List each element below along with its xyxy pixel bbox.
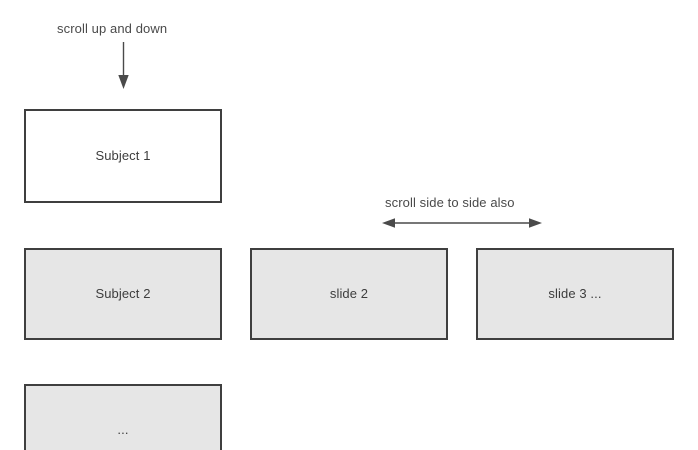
arrow-down-icon bbox=[118, 42, 129, 89]
slide-box-slide-3[interactable]: slide 3 ... bbox=[476, 248, 674, 340]
scroll-horizontal-label: scroll side to side also bbox=[385, 195, 515, 210]
arrow-left-right-icon bbox=[382, 218, 542, 228]
scroll-vertical-label: scroll up and down bbox=[57, 21, 168, 36]
slide-box-subject-1[interactable]: Subject 1 bbox=[24, 109, 222, 203]
slide-box-label: slide 2 bbox=[329, 286, 369, 301]
slide-box-subject-more[interactable]: ... bbox=[24, 384, 222, 450]
slide-box-label: Subject 1 bbox=[95, 148, 151, 163]
slide-box-label: ... bbox=[117, 422, 129, 437]
slide-box-slide-2[interactable]: slide 2 bbox=[250, 248, 448, 340]
slide-box-label: slide 3 ... bbox=[548, 286, 602, 301]
slide-box-subject-2[interactable]: Subject 2 bbox=[24, 248, 222, 340]
slide-box-label: Subject 2 bbox=[95, 286, 151, 301]
